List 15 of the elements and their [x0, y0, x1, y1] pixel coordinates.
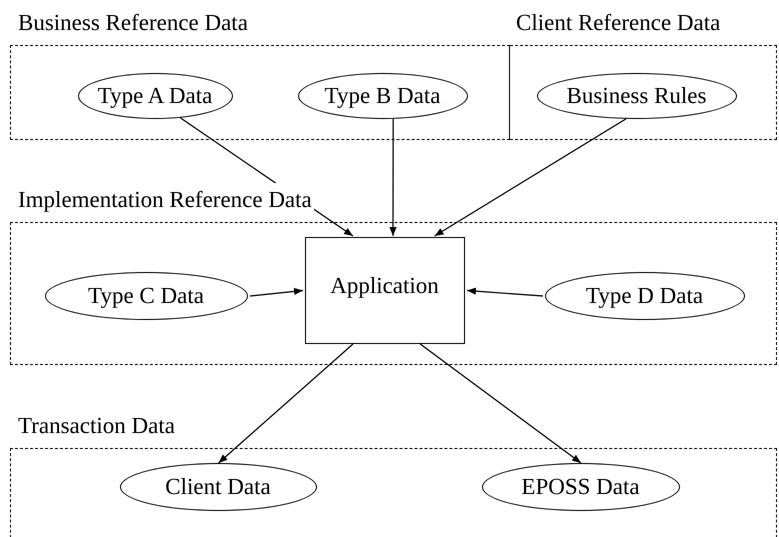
process-box: Application — [304, 236, 464, 344]
data-ellipse: Business Rules — [536, 72, 736, 118]
data-ellipse: Type A Data — [78, 72, 232, 118]
arrow — [434, 118, 626, 237]
arrow — [218, 344, 354, 464]
arrow — [389, 118, 397, 236]
data-ellipse: Client Data — [120, 462, 316, 510]
data-ellipse: EPOSS Data — [482, 462, 680, 510]
data-ellipse: Type D Data — [544, 272, 744, 320]
data-ellipse: Type C Data — [44, 272, 248, 320]
arrow — [250, 288, 304, 297]
data-ellipse: Type B Data — [298, 72, 468, 118]
arrow — [420, 344, 582, 464]
arrow — [180, 117, 354, 236]
arrow — [466, 288, 544, 297]
